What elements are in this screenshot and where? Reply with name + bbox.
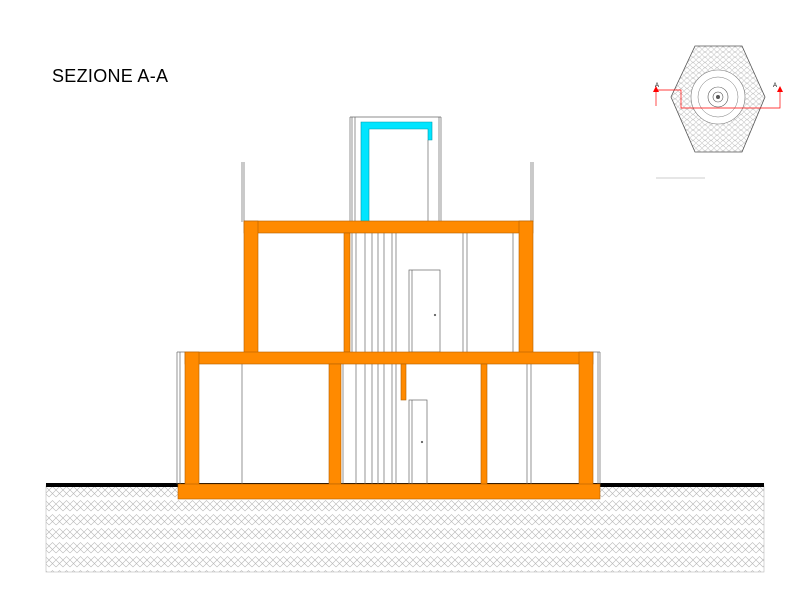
- exterior-lines: [176, 116, 601, 484]
- section-title: SEZIONE A-A: [52, 66, 169, 86]
- door-upper: [408, 269, 441, 353]
- lower-column-left: [328, 363, 342, 485]
- foundation-slab: [177, 483, 601, 500]
- lower-column-mid: [400, 363, 407, 401]
- upper-wall-left: [243, 220, 259, 355]
- intermediate-slab: [184, 351, 594, 365]
- tower-glazing: [360, 121, 433, 223]
- doors: [408, 269, 441, 485]
- lower-column-right: [480, 363, 488, 485]
- soil-hatch: [45, 485, 765, 573]
- upper-column: [343, 232, 351, 353]
- upper-wall-right: [518, 220, 534, 355]
- cut-label-right: A: [773, 83, 777, 89]
- cut-label-left: A: [655, 83, 659, 89]
- lower-wall-right: [578, 351, 594, 487]
- structure: [177, 220, 601, 500]
- key-plan: A A: [653, 45, 783, 179]
- roof-slab: [243, 220, 534, 234]
- lower-wall-left: [184, 351, 200, 487]
- cut-line: [655, 89, 781, 109]
